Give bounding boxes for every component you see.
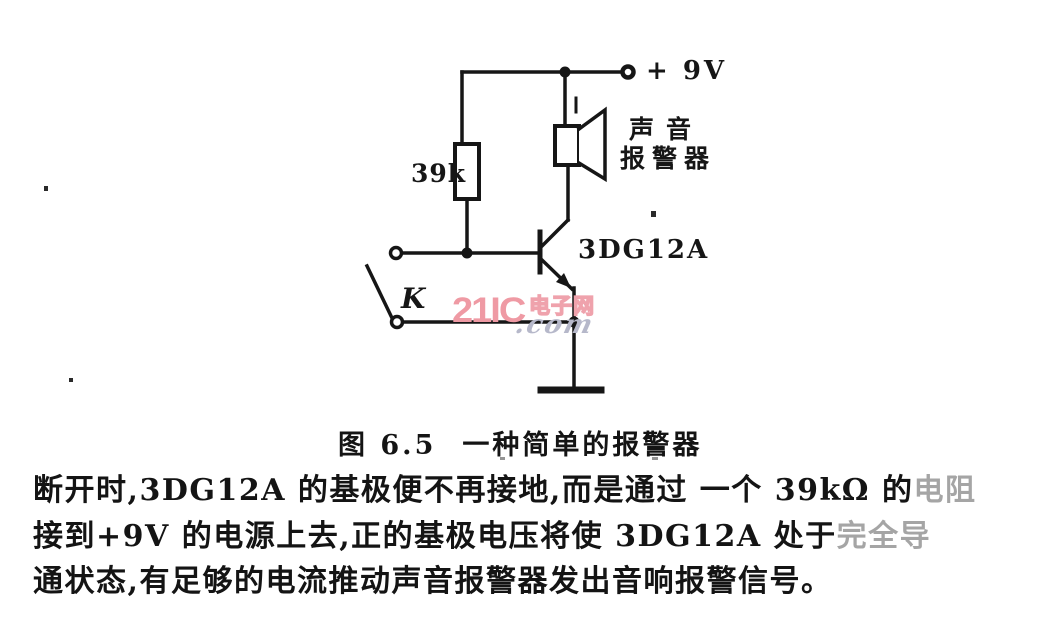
resistor-symbol bbox=[453, 142, 481, 201]
scan-speck bbox=[652, 457, 658, 460]
body-line-1-faded-text: 电阻 bbox=[913, 473, 977, 508]
alarm-circuit-schematic bbox=[364, 64, 636, 394]
transistor-part-label: 3DG12A bbox=[578, 235, 710, 265]
body-line-2-text: 接到+9V 的电源上去,正的基极电压将使 3DG12A 处于 bbox=[33, 518, 837, 554]
supply-voltage-label: + 9V bbox=[646, 56, 728, 86]
body-paragraph: 断开时,3DG12A 的基极便不再接地,而是通过 一个 39kΩ 的电阻 接到+… bbox=[33, 468, 1044, 605]
switch-label: K bbox=[401, 282, 426, 315]
speaker-driver-box bbox=[553, 124, 581, 167]
speaker-horn bbox=[576, 106, 607, 183]
speaker-label-line2: 报警器 bbox=[620, 144, 717, 173]
switch-terminal-bottom bbox=[389, 314, 405, 330]
body-line-1: 断开时,3DG12A 的基极便不再接地,而是通过 一个 39kΩ 的电阻 bbox=[33, 468, 1044, 514]
speaker-label-line1: 声音 bbox=[629, 115, 704, 144]
figure-caption: 图 6.5 一种简单的报警器 bbox=[338, 423, 702, 462]
body-line-3: 通状态,有足够的电流推动声音报警器发出音响报警信号。 bbox=[33, 559, 1044, 605]
transistor-collector bbox=[538, 217, 571, 250]
body-line-1-text: 断开时,3DG12A 的基极便不再接地,而是通过 一个 39kΩ 的 bbox=[33, 473, 914, 508]
junction-dot-emitter bbox=[568, 316, 580, 328]
scan-speck bbox=[69, 378, 73, 382]
body-line-2: 接到+9V 的电源上去,正的基极电压将使 3DG12A 处于完全导 bbox=[33, 514, 1044, 560]
emitter-arrowhead bbox=[556, 273, 571, 288]
scan-speck bbox=[651, 211, 656, 217]
scan-speck bbox=[44, 186, 48, 191]
body-line-3-text: 通状态,有足够的电流推动声音报警器发出音响报警信号。 bbox=[33, 564, 833, 599]
supply-terminal-circle bbox=[620, 64, 636, 80]
switch-terminal-top bbox=[388, 245, 404, 261]
resistor-value-label: 39k bbox=[411, 159, 467, 188]
body-line-2-faded-text: 完全导 bbox=[836, 518, 932, 554]
figure-title: 一种简单的报警器 bbox=[462, 430, 703, 461]
switch-blade bbox=[364, 263, 395, 321]
scan-speck bbox=[500, 457, 505, 460]
figure-number: 图 6.5 bbox=[338, 430, 437, 461]
